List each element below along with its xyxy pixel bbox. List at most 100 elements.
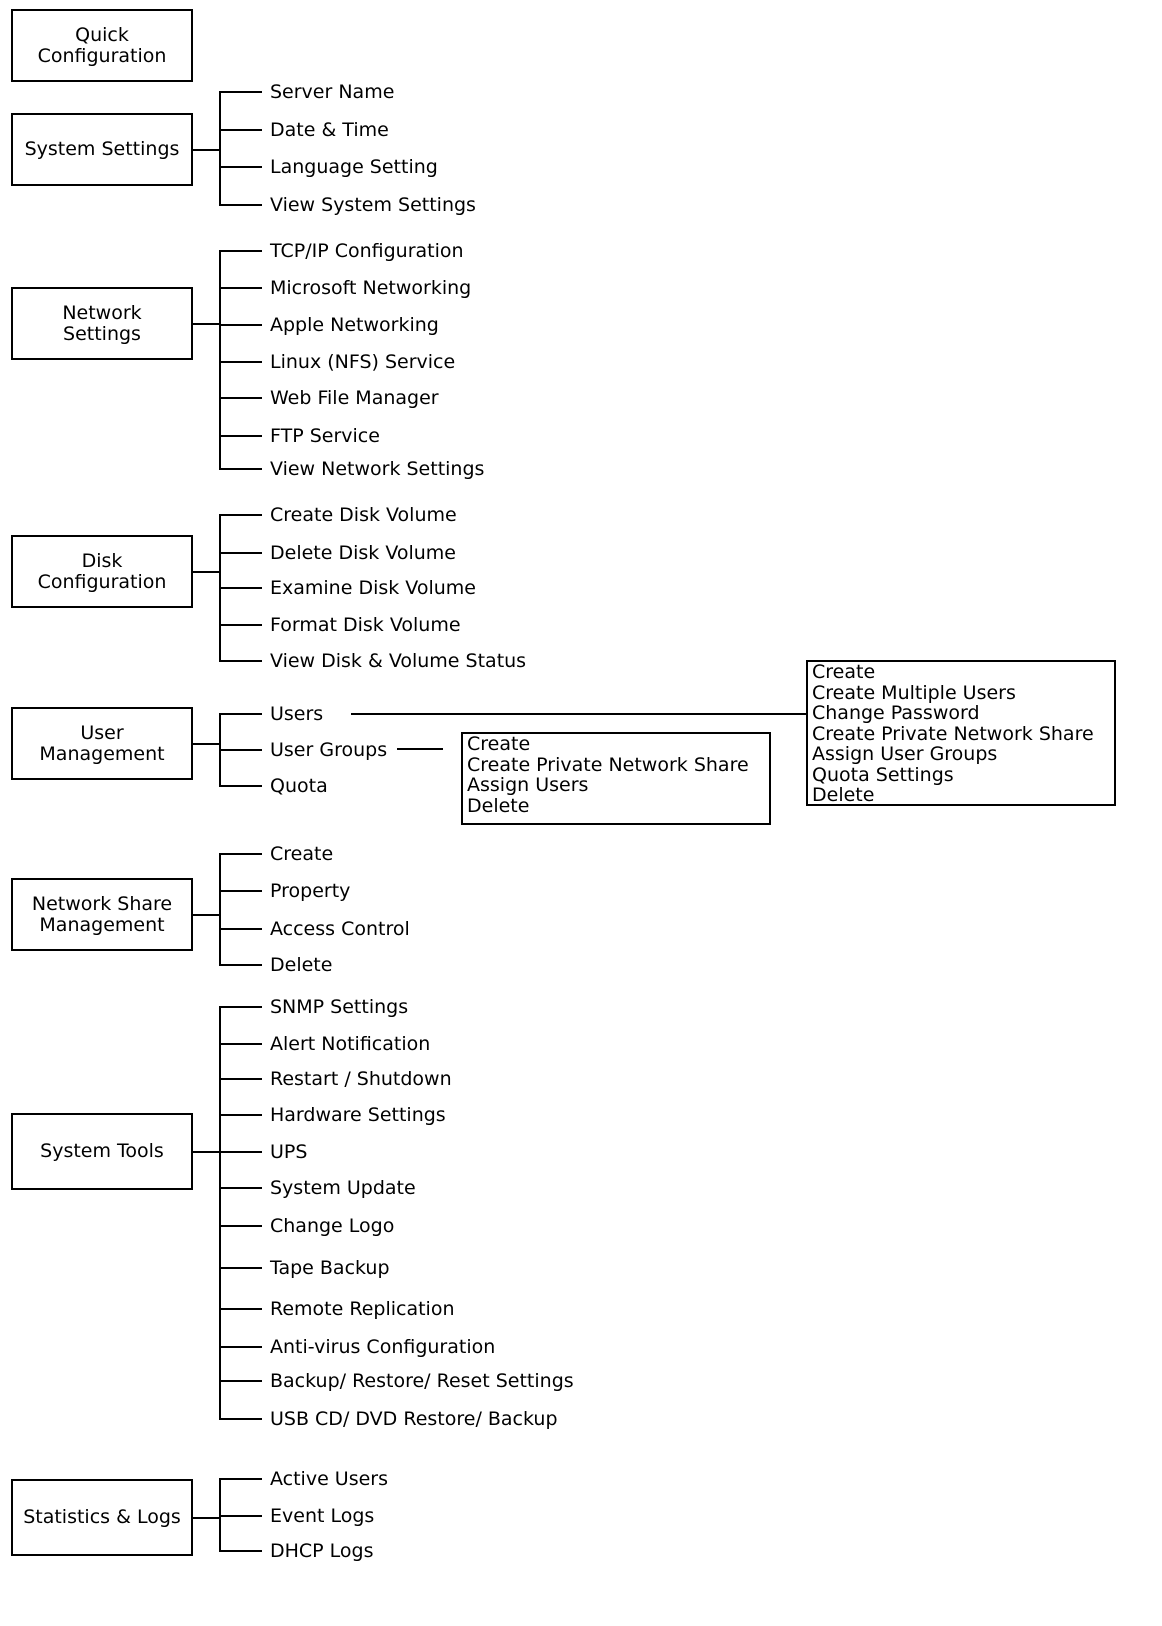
system-settings-item[interactable]: Date & Time [270, 119, 389, 141]
network-settings-item[interactable]: View Network Settings [270, 458, 485, 480]
network-settings-item[interactable]: Microsoft Networking [270, 277, 472, 299]
system-tools-item[interactable]: USB CD/ DVD Restore/ Backup [270, 1408, 558, 1430]
system-tools-branch [220, 1267, 262, 1269]
disk-configuration-item[interactable]: Examine Disk Volume [270, 577, 476, 599]
network-share-management-branch [220, 964, 262, 966]
users-submenu-item[interactable]: Create Private Network Share [812, 722, 1094, 745]
system-tools-branch [220, 1187, 262, 1189]
network-share-management-item[interactable]: Delete [270, 954, 333, 976]
disk-configuration-connector [193, 570, 220, 573]
network-settings-item[interactable]: Apple Networking [270, 314, 439, 336]
user-management-branch [220, 713, 262, 715]
network-share-management-item[interactable]: Property [270, 880, 351, 902]
statistics-logs-box-label: Statistics & Logs [23, 1506, 181, 1528]
user-groups-submenu-item[interactable]: Delete [467, 794, 530, 817]
system-settings-branch [220, 129, 262, 131]
user-management-connector [193, 742, 220, 745]
disk-configuration-branch [220, 660, 262, 662]
system-settings-item[interactable]: Server Name [270, 81, 395, 103]
user-management-item[interactable]: Users [270, 703, 324, 725]
system-settings-box-label: System Settings [24, 138, 180, 160]
user-groups-submenu-item[interactable]: Create [467, 733, 531, 755]
user-management-item[interactable]: Quota [270, 775, 328, 797]
disk-configuration-item[interactable]: Delete Disk Volume [270, 542, 456, 564]
system-tools-item[interactable]: Anti-virus Configuration [270, 1336, 496, 1358]
system-tools-item[interactable]: Restart / Shutdown [270, 1068, 452, 1090]
system-settings-box[interactable]: System Settings [11, 113, 193, 186]
system-settings-connector [193, 148, 220, 151]
network-settings-box-label: Network [62, 301, 142, 324]
quick-box-label: Quick [75, 23, 129, 46]
network-share-management-box-label: Network Share [31, 892, 173, 915]
system-tools-box[interactable]: System Tools [11, 1113, 193, 1190]
system-tools-item[interactable]: System Update [270, 1177, 416, 1199]
network-settings-branch [220, 324, 262, 326]
disk-configuration-box-label: Disk [81, 549, 123, 572]
system-tools-item[interactable]: Change Logo [270, 1215, 395, 1237]
network-share-management-connector [193, 913, 220, 916]
system-tools-branch [220, 1418, 262, 1420]
network-share-management-branch [220, 853, 262, 855]
system-tools-branch [220, 1114, 262, 1116]
system-tools-branch [220, 1151, 262, 1153]
system-tools-branch [220, 1043, 262, 1045]
statistics-logs-connector [193, 1516, 220, 1519]
user-management-branch [220, 785, 262, 787]
system-tools-item[interactable]: UPS [270, 1141, 308, 1163]
system-tools-trunk [219, 1006, 221, 1420]
disk-configuration-item[interactable]: Format Disk Volume [270, 614, 461, 636]
system-tools-connector [193, 1150, 220, 1153]
system-tools-box-label: System Tools [40, 1140, 164, 1162]
network-share-management-item[interactable]: Access Control [270, 918, 410, 940]
statistics-logs-branch [220, 1478, 262, 1480]
quick-box-label: Configuration [37, 44, 167, 67]
users-submenu-item[interactable]: Assign User Groups [812, 743, 998, 765]
disk-configuration-item[interactable]: Create Disk Volume [270, 504, 457, 526]
network-settings-item[interactable]: Linux (NFS) Service [270, 351, 456, 373]
users-submenu-item[interactable]: Delete [812, 784, 875, 806]
network-settings-item[interactable]: TCP/IP Configuration [270, 240, 464, 262]
system-tools-item[interactable]: Remote Replication [270, 1298, 455, 1320]
network-settings-item[interactable]: FTP Service [270, 425, 380, 447]
network-share-management-item[interactable]: Create [270, 843, 334, 865]
network-settings-branch [220, 435, 262, 437]
system-tools-branch [220, 1308, 262, 1310]
users-submenu-item[interactable]: Quota Settings [812, 763, 954, 786]
statistics-logs-item[interactable]: Event Logs [270, 1505, 375, 1527]
disk-configuration-item[interactable]: View Disk & Volume Status [270, 650, 527, 672]
network-settings-connector [193, 322, 220, 325]
system-tools-item[interactable]: SNMP Settings [270, 996, 409, 1018]
statistics-logs-branch [220, 1515, 262, 1517]
system-tools-branch [220, 1380, 262, 1382]
system-tools-item[interactable]: Hardware Settings [270, 1104, 446, 1126]
user-groups-submenu-item[interactable]: Create Private Network Share [467, 753, 749, 776]
network-share-management-branch [220, 928, 262, 930]
statistics-logs-item[interactable]: Active Users [270, 1468, 389, 1490]
user-groups-submenu-item[interactable]: Assign Users [467, 774, 589, 796]
users-submenu-item[interactable]: Change Password [812, 702, 980, 724]
network-settings-item[interactable]: Web File Manager [270, 387, 439, 409]
user-management-item[interactable]: User Groups [270, 739, 388, 761]
statistics-logs-branch [220, 1550, 262, 1552]
users-submenu-item[interactable]: Create Multiple Users [812, 681, 1016, 704]
network-share-management-box-label: Management [39, 913, 165, 936]
system-tools-item[interactable]: Backup/ Restore/ Reset Settings [270, 1370, 574, 1392]
network-settings-trunk [219, 250, 221, 470]
users-submenu-item[interactable]: Create [812, 661, 876, 683]
network-settings-box-label: Settings [63, 322, 141, 345]
system-settings-item[interactable]: View System Settings [270, 194, 476, 216]
statistics-logs-item[interactable]: DHCP Logs [270, 1540, 374, 1562]
system-settings-item[interactable]: Language Setting [270, 156, 438, 178]
system-tools-item[interactable]: Tape Backup [270, 1257, 390, 1279]
system-tools-item[interactable]: Alert Notification [270, 1033, 431, 1055]
network-settings-branch [220, 287, 262, 289]
statistics-logs-box[interactable]: Statistics & Logs [11, 1479, 193, 1556]
network-settings-branch [220, 397, 262, 399]
